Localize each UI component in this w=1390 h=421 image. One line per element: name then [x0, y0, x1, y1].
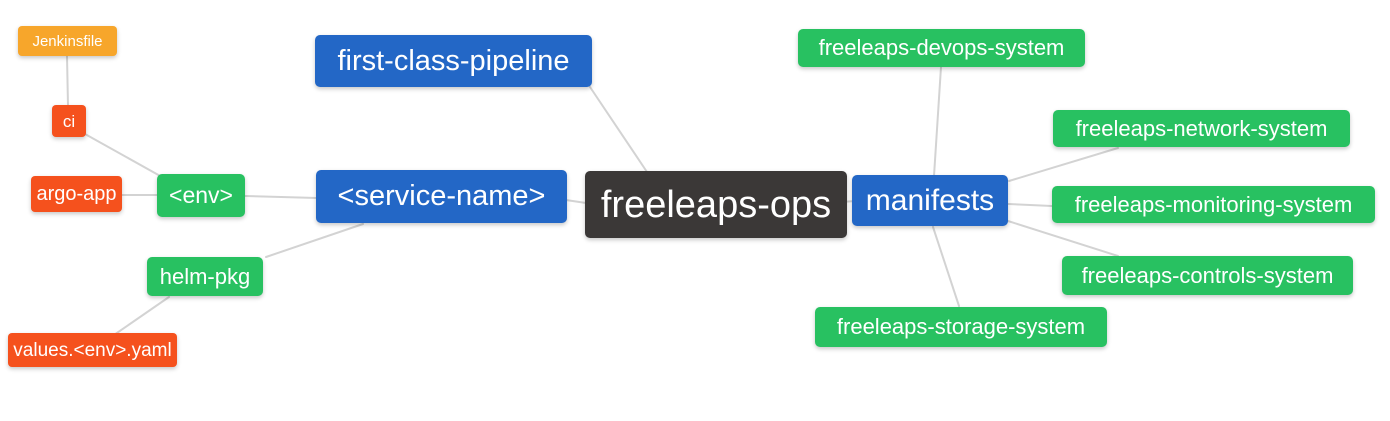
edge-service-name-ops	[565, 199, 587, 204]
node-values-env-yaml[interactable]: values.<env>.yaml	[8, 333, 177, 367]
edge-manifests-monitoring	[1007, 203, 1053, 207]
node-devops-system[interactable]: freeleaps-devops-system	[798, 29, 1085, 67]
edge-manifests-storage	[932, 226, 960, 307]
node-network-system[interactable]: freeleaps-network-system	[1053, 110, 1350, 147]
edge-pipeline-ops	[589, 86, 648, 173]
node-storage-system[interactable]: freeleaps-storage-system	[815, 307, 1107, 347]
edge-manifests-devops	[933, 66, 942, 177]
edge-jenkinsfile-ci	[66, 55, 69, 107]
node-env[interactable]: <env>	[157, 174, 245, 217]
edge-service-name-helm-pkg	[265, 223, 364, 258]
edge-manifests-controls	[1007, 220, 1119, 257]
edge-manifests-network	[1008, 147, 1119, 182]
node-argo-app[interactable]: argo-app	[31, 176, 122, 212]
node-first-class-pipeline[interactable]: first-class-pipeline	[315, 35, 592, 87]
edge-ci-env	[84, 133, 163, 178]
node-service-name[interactable]: <service-name>	[316, 170, 567, 223]
node-freeleaps-ops[interactable]: freeleaps-ops	[585, 171, 847, 238]
edge-helm-pkg-values	[113, 296, 170, 336]
node-helm-pkg[interactable]: helm-pkg	[147, 257, 263, 296]
node-monitoring-system[interactable]: freeleaps-monitoring-system	[1052, 186, 1375, 223]
edge-env-service-name	[244, 195, 318, 199]
node-jenkinsfile[interactable]: Jenkinsfile	[18, 26, 117, 56]
node-ci[interactable]: ci	[52, 105, 86, 137]
node-manifests[interactable]: manifests	[852, 175, 1008, 226]
node-controls-system[interactable]: freeleaps-controls-system	[1062, 256, 1353, 295]
